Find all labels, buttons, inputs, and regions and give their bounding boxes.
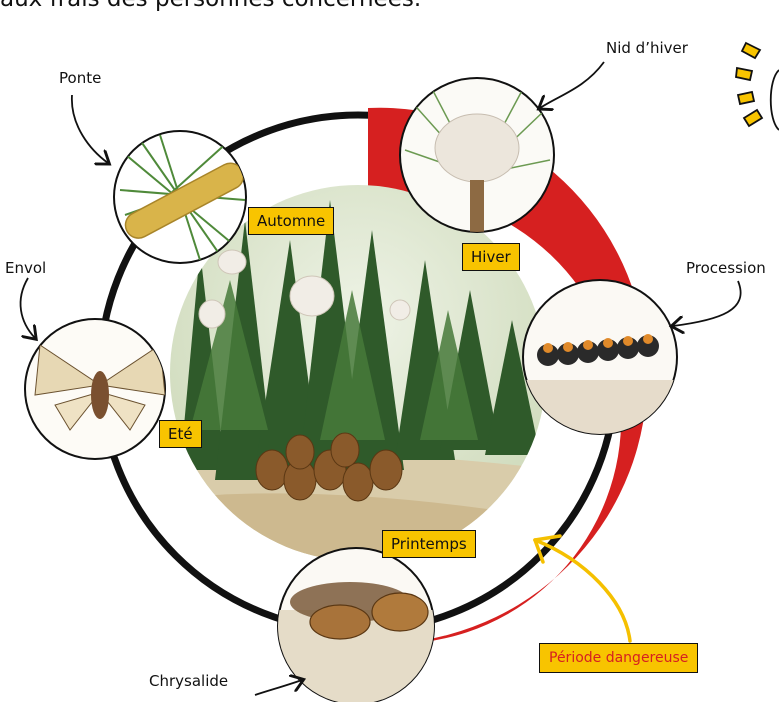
procession-arrow [673, 281, 741, 326]
season-hiver: Hiver [462, 243, 520, 271]
danger-period-label: Période dangereuse [539, 643, 698, 673]
nid-hiver-arrow [540, 62, 604, 108]
lightbulb-rays-icon [736, 43, 779, 130]
envol-illustration [25, 319, 165, 459]
danger-arrow [535, 536, 630, 641]
ponte-illustration [114, 131, 248, 263]
season-printemps: Printemps [382, 530, 476, 558]
procession-illustration [523, 280, 685, 440]
chrysalide-illustration [278, 548, 438, 702]
envol-arrow [21, 278, 35, 338]
label-nid-hiver: Nid d’hiver [606, 39, 688, 57]
label-chrysalide: Chrysalide [149, 672, 228, 690]
label-envol: Envol [5, 259, 46, 277]
chrysalide-arrow [255, 680, 302, 695]
season-automne: Automne [248, 207, 334, 235]
label-ponte: Ponte [59, 69, 101, 87]
label-procession: Procession [686, 259, 766, 277]
season-ete: Eté [159, 420, 202, 448]
ponte-arrow [72, 95, 108, 163]
